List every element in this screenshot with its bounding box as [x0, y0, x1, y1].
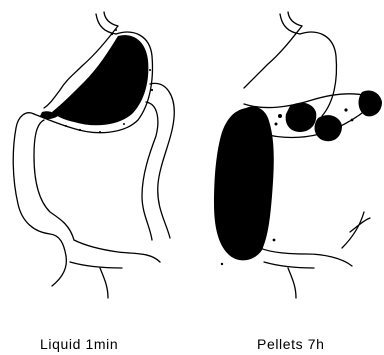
caption-liquid: Liquid 1min — [40, 336, 118, 352]
gi-outline — [13, 12, 174, 298]
mid-bowel-fill — [286, 103, 317, 132]
stomach-contrast-fill — [52, 35, 148, 125]
caption-pellets: Pellets 7h — [257, 336, 324, 352]
panel-liquid-diagram — [0, 0, 192, 300]
intestine-outer — [13, 113, 66, 256]
left-bowel-fill — [214, 106, 274, 260]
panel-pellets-diagram — [192, 0, 384, 300]
right-bowel-fill — [359, 90, 382, 116]
